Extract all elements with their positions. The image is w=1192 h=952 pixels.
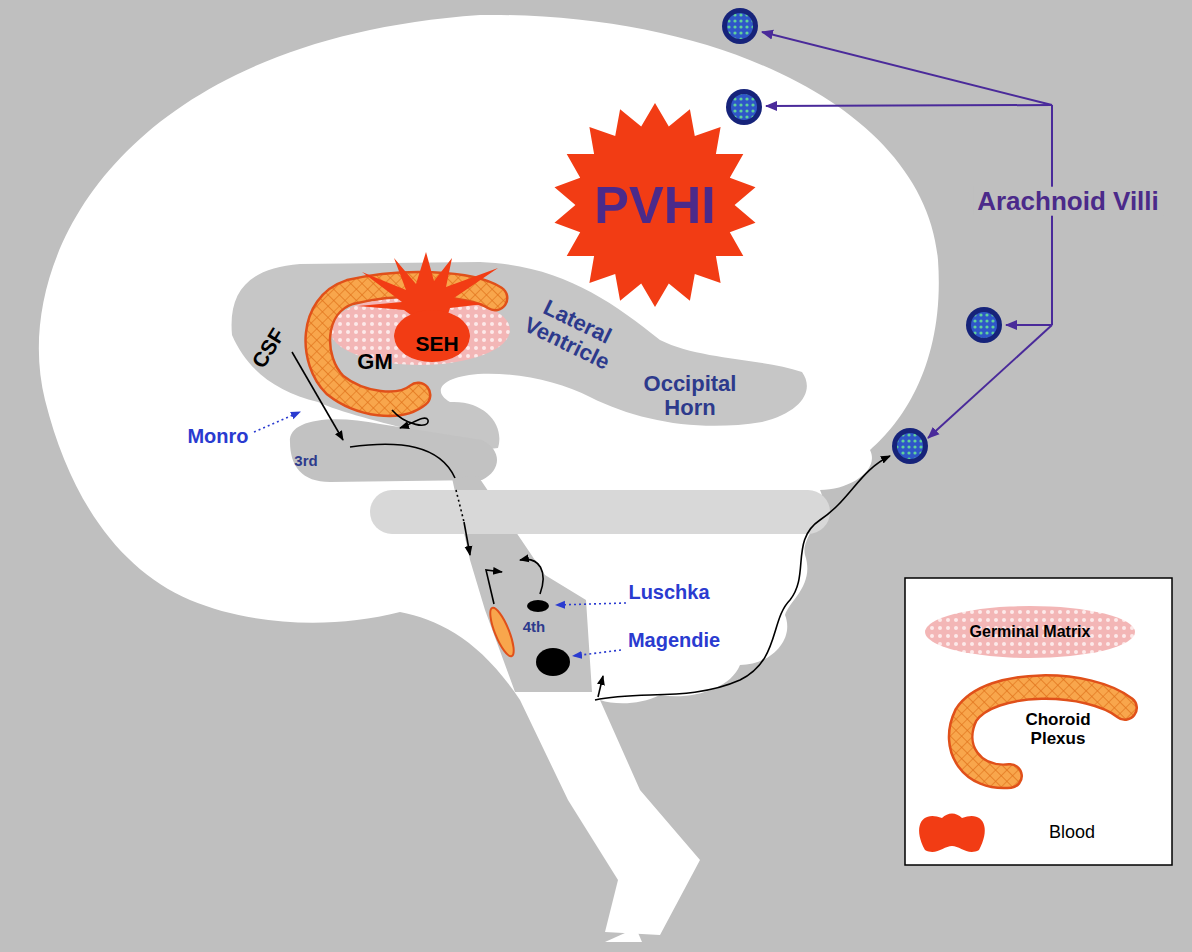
csf-flow-lines: [292, 352, 890, 700]
region-label: Arachnoid Villi: [973, 187, 1163, 216]
pointer-arrow: [556, 603, 626, 605]
legend-label: Germinal Matrix: [970, 623, 1091, 641]
pvhi-starburst: PVHI: [553, 103, 757, 307]
legend-blood-swatch: [919, 814, 985, 852]
villus-inner: [971, 312, 997, 338]
csf-line: [520, 559, 543, 594]
structure-label: Lateral Ventricle: [511, 287, 633, 380]
pointer-line: [766, 105, 1052, 106]
starburst-polygon: [555, 103, 756, 307]
ventricle-label: 3rd: [294, 453, 317, 470]
hemorrhage-burst: [358, 252, 498, 320]
node-text-wrap: PVHI: [553, 103, 757, 307]
legend-choroid-outline: [961, 687, 1125, 776]
subependymal-hemorrhage: [394, 310, 470, 362]
arachnoid-pointers: [762, 32, 1052, 438]
structure-abbrev: SEH: [415, 332, 458, 355]
structure-label: Occipital Horn: [633, 372, 748, 420]
arachnoid-villus: [726, 89, 762, 125]
midline-band: [370, 490, 830, 534]
villus-outer: [892, 428, 928, 464]
arachnoid-villus: [892, 428, 928, 464]
foramen-magendie: [536, 648, 570, 676]
csf-line: [350, 444, 455, 478]
legend-label: Choroid Plexus: [1008, 711, 1108, 748]
burst-label: PVHI: [594, 179, 715, 231]
legend-label: Blood: [1049, 823, 1095, 843]
legend-germinal-matrix-sample: [925, 606, 1135, 658]
pointer-arrow: [573, 650, 621, 656]
flow-label: CSF: [247, 324, 289, 372]
csf-line: [486, 570, 502, 604]
csf-line: [456, 490, 464, 522]
legend-box: [905, 578, 1172, 865]
villus-outer: [726, 89, 762, 125]
villus-inner: [731, 94, 757, 120]
pointer-arrows: [254, 412, 626, 656]
legend-choroid-sample: [961, 687, 1125, 776]
cord-fragment: [605, 928, 642, 942]
villus-outer: [966, 307, 1002, 343]
foramen-label: Magendie: [628, 629, 720, 651]
csf-line: [292, 352, 343, 440]
pointer-arrow: [254, 412, 300, 432]
third-ventricle: [290, 419, 497, 482]
pointer-line: [762, 32, 1052, 105]
csf-line: [598, 676, 603, 697]
villus-inner: [727, 13, 753, 39]
foramen-label: Monro: [187, 425, 248, 447]
pointer-line: [1006, 324, 1052, 326]
villus-inner: [897, 433, 923, 459]
arachnoid-villus: [722, 8, 758, 44]
ventricle-label: 4th: [523, 619, 546, 636]
csf-line: [464, 522, 470, 555]
foramen-luschka: [527, 600, 549, 612]
brain-outline: [39, 15, 939, 935]
villus-outer: [722, 8, 758, 44]
csf-line: [595, 456, 890, 700]
structure-abbrev: GM: [357, 350, 392, 374]
arachnoid-villus: [966, 307, 1002, 343]
csf-line: [392, 410, 428, 428]
foramen-label: Luschka: [628, 581, 709, 603]
fourth-choroid-plexus: [486, 605, 518, 658]
